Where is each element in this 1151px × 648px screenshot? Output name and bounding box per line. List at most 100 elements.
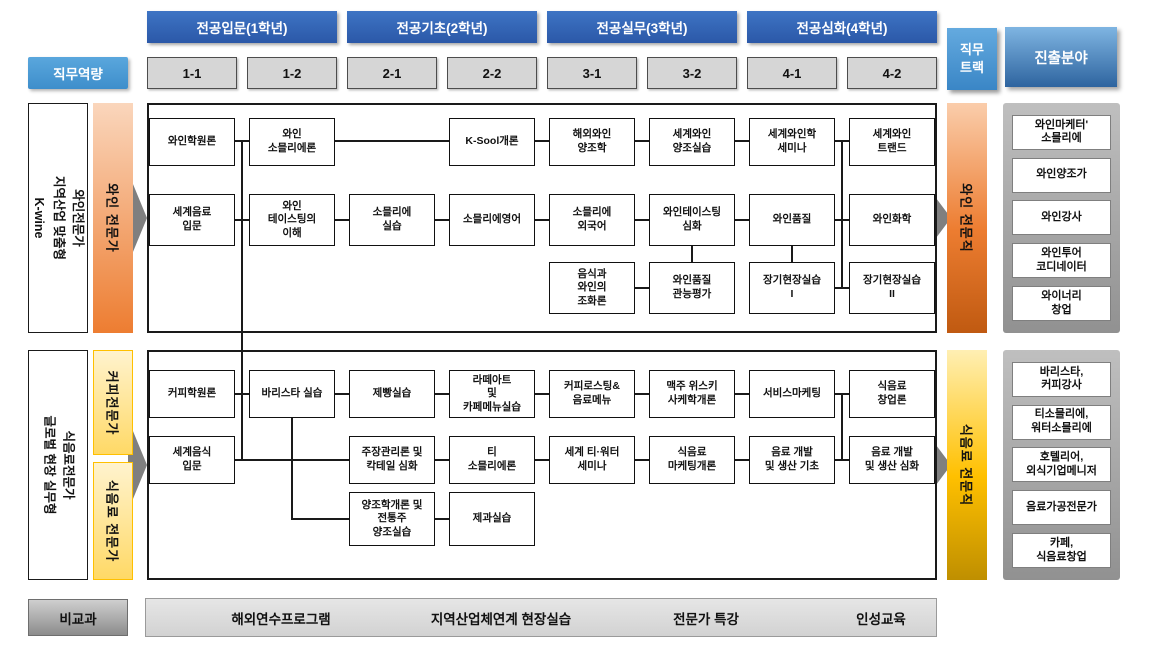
course-box: 세계와인 트랜드 [849, 118, 935, 166]
extracurricular-item: 해외연수프로그램 [231, 611, 331, 627]
connector-line [435, 459, 449, 461]
course-box: 라떼아트 및 카페메뉴실습 [449, 370, 535, 418]
course-box: 제빵실습 [349, 370, 435, 418]
semester-box: 2-2 [447, 57, 537, 89]
course-box: 커피로스팅& 음료메뉴 [549, 370, 635, 418]
wine-job-track-bar: 와인 전문직 [947, 103, 987, 333]
course-box: 와인 테이스팅의 이해 [249, 194, 335, 246]
course-box: 주장관리론 및 칵테일 심화 [349, 436, 435, 484]
connector-line [635, 140, 649, 142]
course-box: 세계 티·워터 세미나 [549, 436, 635, 484]
course-box: 음식과 와인의 조화론 [549, 262, 635, 314]
connector-line [841, 141, 843, 289]
food-track-side-label-text: 식음료전문가 글로벌 현장 실무형 [39, 355, 78, 575]
year-header: 전공실무(3학년) [547, 11, 737, 43]
side-label-line: 지역산업 맞춤형 [51, 176, 66, 260]
wine-expert-bar: 와인 전문가 [93, 103, 133, 333]
course-box: 장기현장실습 I [749, 262, 835, 314]
year-header: 전공입문(1학년) [147, 11, 337, 43]
career-box: 와이너리 창업 [1012, 286, 1111, 322]
extracurricular-item: 전문가 특강 [673, 611, 739, 627]
connector-line [535, 140, 549, 142]
course-box: 와인품질 [749, 194, 835, 246]
career-box: 바리스타, 커피강사 [1012, 361, 1111, 397]
connector-line [435, 518, 449, 520]
wine-track-side-label: 와인전문가 지역산업 맞춤형 K-wine [28, 103, 88, 333]
course-box: 식음료 마케팅개론 [649, 436, 735, 484]
connector-line [735, 459, 749, 461]
connector-line [435, 393, 449, 395]
career-box: 와인강사 [1012, 200, 1111, 236]
extracurricular-item: 지역산업체연계 현장실습 [430, 611, 572, 627]
extracurricular-item: 인성교육 [856, 611, 906, 627]
wine-track-side-label-text: 와인전문가 지역산업 맞춤형 K-wine [29, 108, 87, 328]
course-box: 와인화학 [849, 194, 935, 246]
connector-line [291, 418, 293, 520]
semester-box: 1-2 [247, 57, 337, 89]
course-box: K-Sool개론 [449, 118, 535, 166]
connector-line [535, 459, 549, 461]
course-box: 식음료 창업론 [849, 370, 935, 418]
beverage-expert-bar-label: 식음료 전문가 [104, 479, 120, 563]
semester-box: 3-1 [547, 57, 637, 89]
side-label-line: K-wine [32, 197, 47, 239]
course-box: 와인 소믈리에론 [249, 118, 335, 166]
course-box: 티 소믈리에론 [449, 436, 535, 484]
connector-line [435, 219, 449, 221]
semester-box: 3-2 [647, 57, 737, 89]
side-label-line: 식음료전문가 [61, 430, 76, 500]
connector-line [635, 393, 649, 395]
course-box: 음료 개발 및 생산 기초 [749, 436, 835, 484]
course-box: 세계음식 입문 [149, 436, 235, 484]
course-box: 소믈리에 실습 [349, 194, 435, 246]
year-header: 전공기초(2학년) [347, 11, 537, 43]
career-box: 음료가공전문가 [1012, 490, 1111, 526]
side-label-line: 글로벌 현장 실무형 [42, 415, 56, 515]
connector-line [635, 287, 649, 289]
coffee-expert-bar: 커피전문가 [93, 350, 133, 455]
competency-header-label: 직무역량 [28, 57, 128, 89]
course-box: 와인학원론 [149, 118, 235, 166]
connector-line [291, 518, 349, 520]
semester-box: 1-1 [147, 57, 237, 89]
course-box: 해외와인 양조학 [549, 118, 635, 166]
food-job-track-bar: 식음료 전문직 [947, 350, 987, 580]
beverage-expert-bar: 식음료 전문가 [93, 462, 133, 580]
course-box: 맥주 위스키 사케학개론 [649, 370, 735, 418]
connector-line [691, 246, 693, 263]
course-box: 세계와인 양조실습 [649, 118, 735, 166]
job-track-header: 직무 트랙 [947, 28, 997, 90]
side-label-line: 와인전문가 [71, 189, 86, 247]
course-box: 소믈리에 외국어 [549, 194, 635, 246]
career-box: 티소믈리에, 워터소믈리에 [1012, 404, 1111, 440]
connector-line [235, 393, 249, 395]
connector-line [735, 140, 749, 142]
career-box: 와인마케터' 소믈리에 [1012, 114, 1111, 150]
course-box: 서비스마케팅 [749, 370, 835, 418]
course-box: 와인품질 관능평가 [649, 262, 735, 314]
connector-line [735, 219, 749, 221]
career-box: 와인양조가 [1012, 157, 1111, 193]
course-box: 양조학개론 및 전통주 양조실습 [349, 492, 435, 546]
course-box: 세계음료 입문 [149, 194, 235, 246]
year-header: 전공심화(4학년) [747, 11, 937, 43]
course-box: 와인테이스팅 심화 [649, 194, 735, 246]
semester-box: 4-1 [747, 57, 837, 89]
semester-box: 4-2 [847, 57, 937, 89]
course-box: 제과실습 [449, 492, 535, 546]
career-field-header: 진출분야 [1005, 27, 1117, 87]
connector-line [635, 219, 649, 221]
extracurricular-bar: 해외연수프로그램 지역산업체연계 현장실습 전문가 특강 인성교육 [145, 598, 937, 637]
course-box: 세계와인학 세미나 [749, 118, 835, 166]
course-box: 바리스타 실습 [249, 370, 335, 418]
connector-line [791, 246, 793, 263]
course-box: 장기현장실습 II [849, 262, 935, 314]
connector-line [535, 219, 549, 221]
career-box: 와인투어 코디네이터 [1012, 243, 1111, 279]
career-box: 호텔리어, 외식기업메니저 [1012, 447, 1111, 483]
career-box: 카페, 식음료창업 [1012, 533, 1111, 569]
extracurricular-label: 비교과 [28, 599, 128, 636]
course-box: 커피학원론 [149, 370, 235, 418]
